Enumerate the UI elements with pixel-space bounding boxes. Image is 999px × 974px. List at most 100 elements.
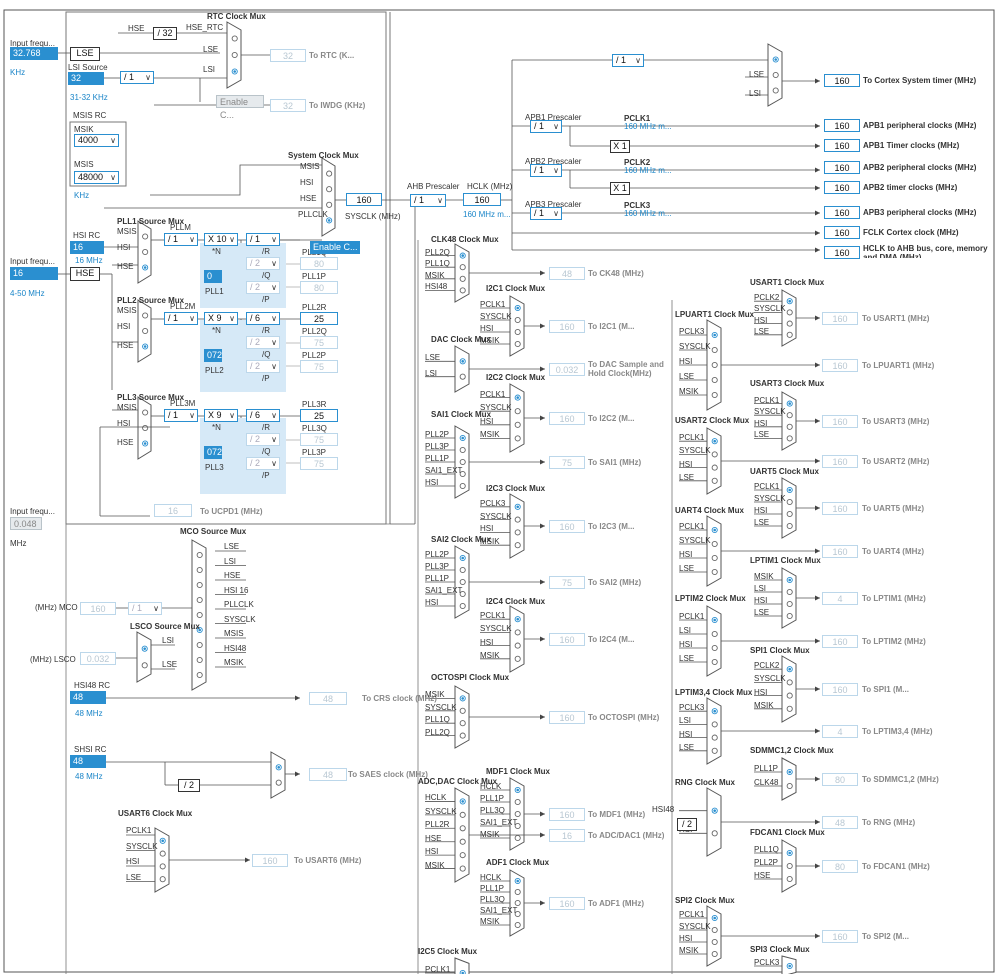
mux-input-radio[interactable] xyxy=(141,662,148,669)
css-enable-checkbox[interactable]: Enable C... xyxy=(310,241,360,254)
pll1-q-select[interactable]: / 2∨ xyxy=(246,257,280,270)
mco-div-select[interactable]: / 1∨ xyxy=(128,602,162,615)
mid-clock-mux-6[interactable] xyxy=(454,545,470,619)
mux-input-radio[interactable] xyxy=(196,611,203,619)
mux-input-radio[interactable] xyxy=(711,540,718,548)
mid-clock-mux-5[interactable] xyxy=(509,493,525,559)
lsi-value[interactable]: 32 xyxy=(68,72,104,85)
mid-value-9[interactable]: 160 xyxy=(549,808,585,821)
mid-clock-mux-4[interactable] xyxy=(454,425,470,499)
mux-input-radio[interactable] xyxy=(786,705,793,712)
pll1-fraction[interactable]: 0 xyxy=(204,270,222,283)
ahb-prescaler-select[interactable]: / 1∨ xyxy=(410,194,446,207)
mid-clock-mux-12[interactable] xyxy=(454,957,470,974)
mux-input-radio[interactable] xyxy=(786,862,793,870)
mux-input-radio[interactable] xyxy=(196,596,203,604)
right-clock-mux-7[interactable] xyxy=(706,605,722,677)
mux-input-radio[interactable] xyxy=(514,408,521,415)
right-clock-mux-0[interactable] xyxy=(781,289,797,347)
lse-input-frequency[interactable]: 32.768 xyxy=(10,47,58,60)
mux-input-radio[interactable] xyxy=(514,421,521,428)
mux-input-radio[interactable] xyxy=(196,566,203,574)
pll3-r-value[interactable]: 25 xyxy=(300,409,338,422)
mux-input-radio[interactable] xyxy=(711,734,718,741)
right-clock-mux-13[interactable] xyxy=(706,905,722,967)
mux-input-radio[interactable] xyxy=(142,409,149,416)
mux-input-radio[interactable] xyxy=(786,875,793,883)
apb2-prescaler-select[interactable]: / 1∨ xyxy=(530,164,562,177)
mux-input-radio[interactable] xyxy=(711,938,718,946)
mux-input-radio[interactable] xyxy=(786,612,793,620)
lsco-value[interactable]: 0.032 xyxy=(80,652,116,665)
mux-input-radio[interactable] xyxy=(514,798,521,806)
mux-input-radio[interactable] xyxy=(786,320,793,327)
output-value-4[interactable]: 160 xyxy=(824,181,860,194)
mux-input-radio[interactable] xyxy=(459,446,466,454)
right-value-9[interactable]: 4 xyxy=(822,725,858,738)
mux-input-radio[interactable] xyxy=(196,581,203,589)
mid-value-2[interactable]: 0.032 xyxy=(549,363,585,376)
pll2-source-mux[interactable] xyxy=(137,299,152,363)
right-value-3[interactable]: 160 xyxy=(822,455,858,468)
mux-input-radio[interactable] xyxy=(772,87,779,94)
mux-input-radio[interactable] xyxy=(142,233,149,240)
mux-input-radio[interactable] xyxy=(711,477,718,484)
mux-input-radio[interactable] xyxy=(459,825,466,832)
right-value-6[interactable]: 4 xyxy=(822,592,858,605)
mux-input-radio[interactable] xyxy=(711,568,718,576)
mux-input-radio[interactable] xyxy=(786,600,793,608)
mux-input-radio[interactable] xyxy=(711,721,718,728)
mux-input-radio[interactable] xyxy=(459,590,466,598)
rtc-enable-checkbox[interactable]: Enable C... xyxy=(216,95,264,120)
mux-input-radio[interactable] xyxy=(459,732,466,739)
rtc-value[interactable]: 32 xyxy=(270,49,306,62)
mux-input-radio[interactable] xyxy=(514,340,521,348)
msis-select[interactable]: 48000∨ xyxy=(74,171,119,184)
mux-input-radio[interactable] xyxy=(786,423,793,430)
pll2-m-select[interactable]: / 1∨ xyxy=(164,312,198,325)
pll2-p-select[interactable]: / 2∨ xyxy=(246,360,280,373)
mux-input-radio[interactable] xyxy=(786,412,793,419)
mux-input-radio[interactable] xyxy=(711,391,718,399)
mux-input-radio[interactable] xyxy=(514,822,521,830)
pll2-p-value[interactable]: 75 xyxy=(300,360,338,373)
mid-clock-mux-11[interactable] xyxy=(509,869,525,937)
msik-select[interactable]: 4000∨ xyxy=(74,134,119,147)
mux-input-radio[interactable] xyxy=(711,361,718,369)
mid-clock-mux-9[interactable] xyxy=(509,777,525,851)
mux-input-radio[interactable] xyxy=(711,451,718,458)
mux-input-radio[interactable] xyxy=(326,201,333,208)
usart6-value[interactable]: 160 xyxy=(252,854,288,867)
pll1-source-mux[interactable] xyxy=(137,220,152,284)
mux-input-radio[interactable] xyxy=(142,424,149,432)
mux-input-radio[interactable] xyxy=(711,376,718,384)
pll2-q-value[interactable]: 75 xyxy=(300,336,338,349)
right-value-0[interactable]: 160 xyxy=(822,312,858,325)
mux-input-radio[interactable] xyxy=(142,327,149,335)
right-clock-mux-6[interactable] xyxy=(781,567,797,629)
mux-input-radio[interactable] xyxy=(459,707,466,714)
mux-input-radio[interactable] xyxy=(514,529,521,536)
hsi-value[interactable]: 16 xyxy=(70,241,104,254)
mux-input-radio[interactable] xyxy=(159,876,166,883)
right-value-11[interactable]: 48 xyxy=(822,816,858,829)
mux-input-radio[interactable] xyxy=(459,264,466,271)
mid-value-0[interactable]: 48 xyxy=(549,267,585,280)
mux-input-radio[interactable] xyxy=(159,850,166,857)
usart6-clock-mux[interactable] xyxy=(154,827,170,893)
right-clock-mux-4[interactable] xyxy=(781,477,797,539)
output-value-6[interactable]: 160 xyxy=(824,226,860,239)
mux-input-radio[interactable] xyxy=(459,811,466,818)
sysclk-value[interactable]: 160 xyxy=(346,193,382,206)
mux-input-radio[interactable] xyxy=(196,551,203,559)
pll1-q-value[interactable]: 80 xyxy=(300,257,338,270)
mux-input-radio[interactable] xyxy=(786,498,793,506)
right-value-10[interactable]: 80 xyxy=(822,773,858,786)
right-value-5[interactable]: 160 xyxy=(822,545,858,558)
mux-input-radio[interactable] xyxy=(142,312,149,319)
cortex-timer-mux[interactable] xyxy=(767,43,783,107)
mux-input-radio[interactable] xyxy=(786,782,793,790)
pll3-p-value[interactable]: 75 xyxy=(300,457,338,470)
mid-clock-mux-0[interactable] xyxy=(454,243,470,303)
mux-input-radio[interactable] xyxy=(711,658,718,666)
